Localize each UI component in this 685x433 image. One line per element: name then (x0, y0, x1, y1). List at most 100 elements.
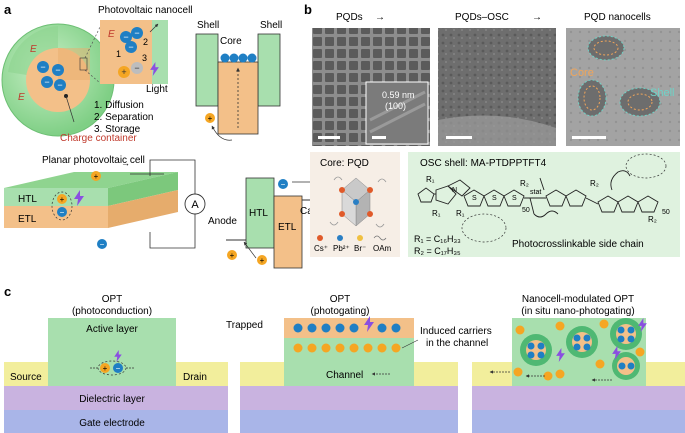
svg-text:−: − (55, 65, 60, 75)
core-label: Core (220, 36, 242, 47)
svg-text:−: − (60, 208, 65, 217)
opt2-title: OPT (330, 294, 351, 305)
steps-list: 1. Diffusion 2. Separation 3. Storage (94, 100, 154, 135)
svg-text:50: 50 (522, 207, 530, 214)
tem-image-nanocells: Core Shell (566, 28, 680, 146)
svg-text:−: − (134, 63, 139, 73)
svg-text:+: + (260, 256, 265, 265)
nanocell-title: Photovoltaic nanocell (98, 5, 193, 16)
svg-text:−: − (134, 28, 139, 38)
svg-text:OAm: OAm (373, 244, 392, 253)
svg-text:(100): (100) (385, 101, 406, 111)
planar-cell: HTL ETL + − + − (4, 171, 178, 249)
svg-text:OSC shell: MA-PTDPPTFT4: OSC shell: MA-PTDPPTFT4 (420, 158, 547, 169)
svg-text:S: S (492, 195, 497, 202)
nanocell-inset: E − − − + − 1 2 3 (100, 20, 168, 84)
svg-text:+: + (103, 364, 108, 373)
opt3-title: Nanocell-modulated OPT (522, 294, 634, 305)
anode-label: Anode (208, 216, 237, 227)
svg-text:→: → (375, 12, 385, 23)
svg-text:−: − (123, 32, 128, 42)
svg-text:3. Storage: 3. Storage (94, 124, 141, 135)
circuit-wires (149, 159, 196, 249)
light-label: Light (146, 84, 168, 95)
opt1-subtitle: (photoconduction) (72, 306, 152, 317)
svg-text:HTL: HTL (18, 194, 37, 205)
core-pqd-box: Core: PQD Cs⁺ Pb²⁺ Br⁻ OAm (310, 152, 400, 257)
nanocell-sphere: − − − − E E (1, 23, 115, 137)
svg-text:1. Diffusion: 1. Diffusion (94, 100, 144, 111)
trapped-label: Trapped (226, 320, 263, 331)
osc-shell-box: OSC shell: MA-PTDPPTFT4 R₁ R₁ R₁ R₂ R₂ R (408, 152, 680, 257)
svg-text:→: → (532, 12, 542, 23)
induced-label-1: Induced carriers (420, 326, 492, 337)
svg-text:E: E (18, 92, 25, 103)
planar-title: Planar photovoltaic cell (42, 155, 145, 166)
svg-text:2. Separation: 2. Separation (94, 112, 154, 123)
svg-text:+: + (230, 251, 235, 260)
svg-text:Active layer: Active layer (86, 324, 138, 335)
svg-text:HTL: HTL (249, 208, 268, 219)
tem-image-pqds-osc (438, 28, 556, 146)
svg-text:A: A (191, 199, 199, 211)
svg-text:ETL: ETL (18, 214, 37, 225)
svg-text:−: − (116, 364, 121, 373)
svg-text:R₁: R₁ (426, 175, 435, 184)
ammeter: A (184, 193, 206, 215)
svg-text:Gate electrode: Gate electrode (79, 418, 145, 429)
svg-text:Br⁻: Br⁻ (354, 244, 366, 253)
opt2-subtitle: (photogating) (311, 306, 370, 317)
svg-text:+: + (60, 195, 65, 204)
svg-text:+: + (121, 67, 126, 77)
svg-text:Dielectric layer: Dielectric layer (79, 394, 145, 405)
svg-text:stat: stat (530, 189, 541, 196)
svg-text:+: + (94, 172, 99, 181)
tem-image-pqds: 0.59 nm (100) (312, 28, 430, 146)
opt1-device: Active layer Source Drain Dielectric lay… (4, 318, 228, 433)
svg-text:R₁: R₁ (456, 209, 465, 218)
svg-text:R₂ = C₁₇H₃₅: R₂ = C₁₇H₃₅ (414, 246, 461, 256)
svg-text:R₁: R₁ (432, 209, 441, 218)
shell-left-label: Shell (197, 20, 219, 31)
svg-text:R₁ = C₁₆H₃₃: R₁ = C₁₆H₃₃ (414, 234, 461, 244)
svg-text:R₂: R₂ (590, 179, 599, 188)
svg-text:ETL: ETL (278, 222, 297, 233)
svg-text:S: S (512, 195, 517, 202)
svg-text:3: 3 (142, 53, 147, 63)
induced-label-2: in the channel (426, 338, 488, 349)
svg-text:Source: Source (10, 372, 42, 383)
panel-c-letter: c (4, 284, 11, 299)
svg-text:1: 1 (116, 49, 121, 59)
svg-text:PQD nanocells: PQD nanocells (584, 12, 651, 23)
svg-text:S: S (472, 195, 477, 202)
svg-text:Pb²⁺: Pb²⁺ (333, 244, 350, 253)
charge-container-label: Charge container (60, 133, 137, 144)
panel-b-letter: b (304, 2, 312, 17)
svg-text:Photocrosslinkable side chain: Photocrosslinkable side chain (512, 239, 644, 250)
svg-text:E: E (30, 44, 37, 55)
svg-text:Channel: Channel (326, 370, 363, 381)
svg-text:Shell: Shell (650, 87, 674, 99)
svg-text:E: E (108, 29, 115, 40)
svg-text:0.59 nm: 0.59 nm (382, 90, 415, 100)
opt3-device (472, 318, 685, 433)
svg-text:PQDs–OSC: PQDs–OSC (455, 12, 509, 23)
svg-text:−: − (40, 62, 45, 72)
svg-text:−: − (128, 42, 133, 52)
svg-text:2: 2 (143, 37, 148, 47)
opt2-device: Channel (240, 316, 458, 433)
svg-text:−: − (57, 80, 62, 90)
svg-text:Core: Core (570, 67, 594, 79)
svg-text:PQDs: PQDs (336, 12, 363, 23)
svg-text:Core: PQD: Core: PQD (320, 158, 369, 169)
svg-text:R₂: R₂ (648, 215, 657, 224)
svg-text:→: → (121, 158, 130, 168)
svg-text:−: − (44, 77, 49, 87)
svg-text:+: + (208, 114, 213, 123)
core-shell-band-diagram: + (195, 33, 281, 141)
svg-text:Cs⁺: Cs⁺ (314, 244, 328, 253)
tem-headers: PQDs → PQDs–OSC → PQD nanocells (336, 12, 651, 23)
shell-right-label: Shell (260, 20, 282, 31)
planar-band-diagram: HTL ETL − + + (226, 177, 326, 269)
svg-text:50: 50 (662, 209, 670, 216)
